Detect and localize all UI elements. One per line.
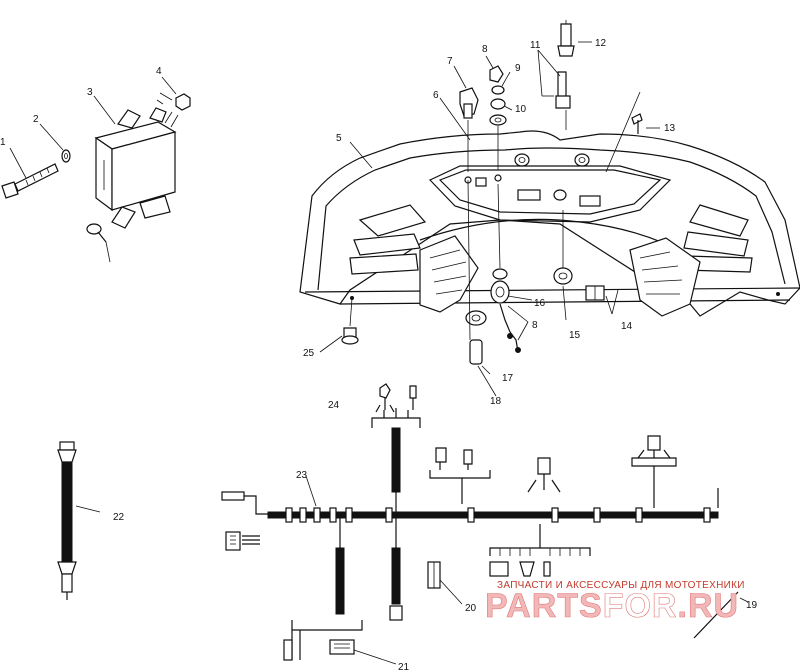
watermark-tagline: ЗАПЧАСТИ И АКСЕССУАРЫ ДЛЯ МОТОТЕХНИКИ bbox=[497, 580, 745, 591]
callout-25: 25 bbox=[303, 348, 315, 359]
callout-19: 19 bbox=[746, 600, 758, 611]
callout-9: 9 bbox=[515, 63, 521, 74]
callout-8b: 8 bbox=[532, 320, 538, 331]
module-assembly bbox=[1, 76, 191, 263]
callout-12: 12 bbox=[595, 38, 607, 49]
callout-labels: 1 2 3 4 5 6 7 8 9 10 11 12 13 14 15 16 8… bbox=[0, 38, 758, 670]
cable-assembly bbox=[57, 441, 101, 600]
washer-part bbox=[61, 149, 71, 163]
callout-10: 10 bbox=[515, 104, 527, 115]
callout-15: 15 bbox=[569, 330, 581, 341]
callout-20: 20 bbox=[465, 603, 477, 614]
callout-5: 5 bbox=[336, 133, 342, 144]
callout-4: 4 bbox=[156, 66, 162, 77]
callout-13: 13 bbox=[664, 123, 676, 134]
wiring-harness bbox=[221, 383, 749, 665]
callout-17: 17 bbox=[502, 373, 514, 384]
callout-21: 21 bbox=[398, 662, 410, 670]
callout-3: 3 bbox=[87, 87, 93, 98]
callout-8a: 8 bbox=[482, 44, 488, 55]
callout-24: 24 bbox=[328, 400, 340, 411]
module-body bbox=[94, 107, 177, 229]
upper-small-parts bbox=[459, 20, 643, 173]
callout-7: 7 bbox=[447, 56, 453, 67]
watermark-logo-part1: PARTS bbox=[485, 587, 603, 625]
callout-6: 6 bbox=[433, 90, 439, 101]
callout-22: 22 bbox=[113, 512, 125, 523]
nut-part bbox=[175, 93, 191, 111]
watermark-logo-part3: .RU bbox=[678, 587, 740, 625]
callout-16: 16 bbox=[534, 298, 546, 309]
callout-18: 18 bbox=[490, 396, 502, 407]
callout-11: 11 bbox=[530, 40, 541, 51]
callout-23: 23 bbox=[296, 470, 308, 481]
callout-2: 2 bbox=[33, 114, 39, 125]
watermark: ЗАПЧАСТИ И АКСЕССУАРЫ ДЛЯ МОТОТЕХНИКИ PA… bbox=[485, 580, 745, 625]
bolt-part bbox=[1, 163, 59, 199]
callout-14: 14 bbox=[621, 321, 633, 332]
watermark-logo-part2: FOR bbox=[603, 587, 678, 625]
lower-small-parts bbox=[341, 179, 605, 365]
watermark-logo: PARTSFOR.RU bbox=[485, 587, 739, 625]
headlight-pod bbox=[299, 130, 800, 317]
ring-terminal bbox=[86, 223, 111, 263]
callout-leaders bbox=[319, 41, 660, 397]
callout-1: 1 bbox=[0, 137, 6, 148]
